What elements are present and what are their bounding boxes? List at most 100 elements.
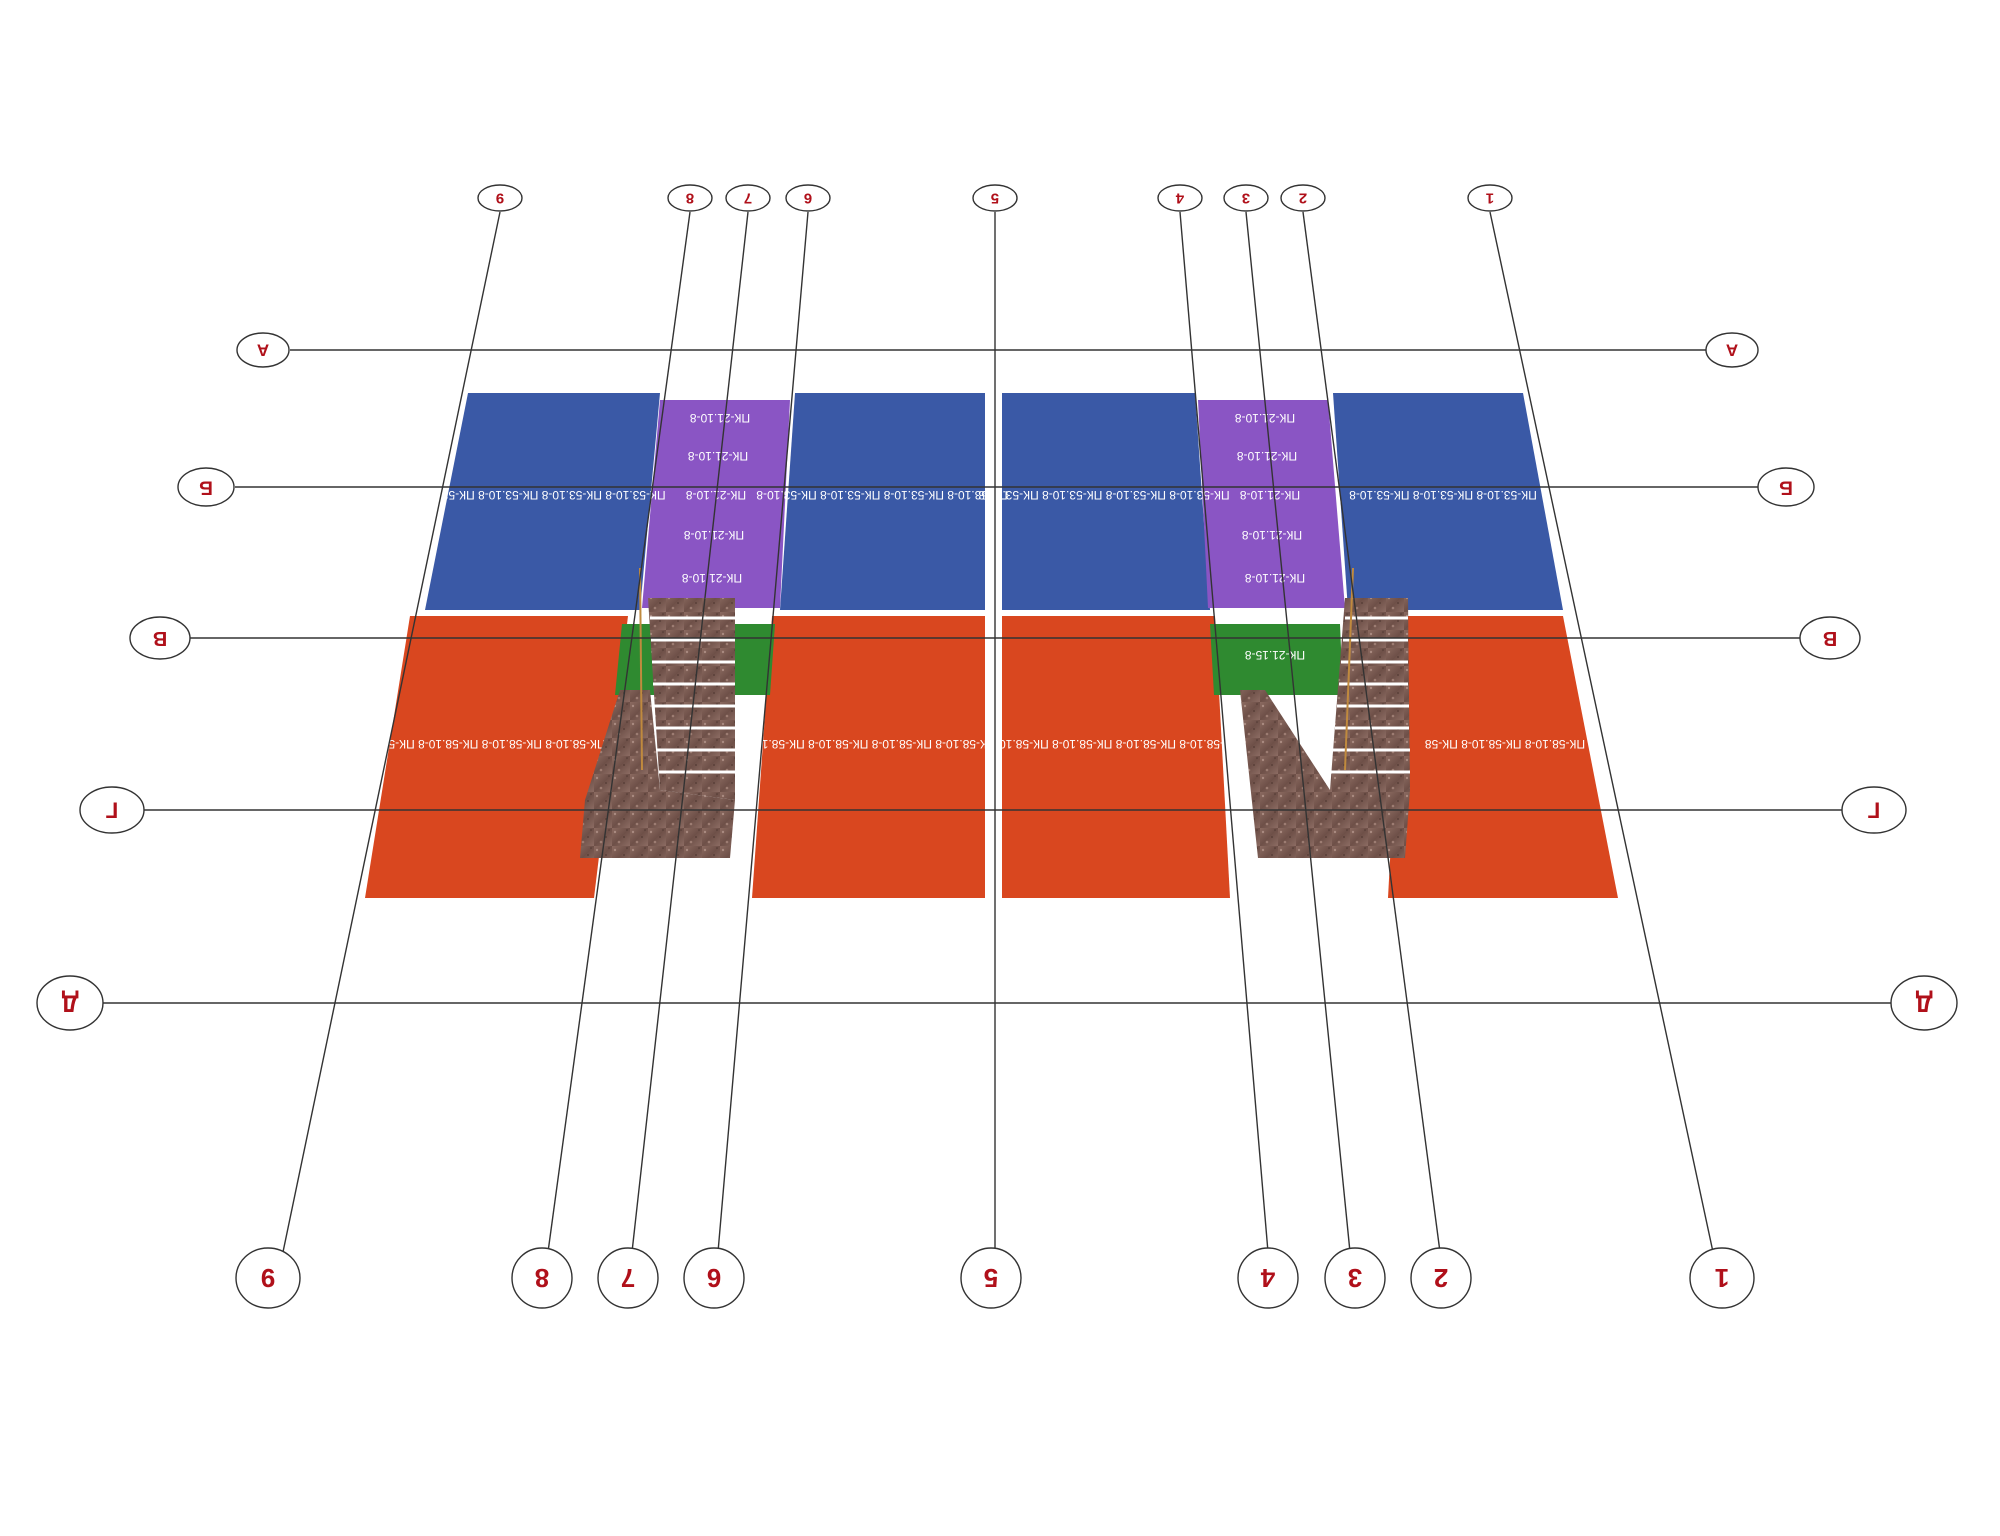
- svg-text:1: 1: [1715, 1263, 1729, 1293]
- slab-label-red-left: ПК-58.10-8 ПК-58.10-8 ПК-58.10-8 ПК-58.1…: [354, 737, 606, 751]
- slab-blue-center-left: [780, 393, 985, 610]
- axis-bubble-bottom-6: 6: [683, 1247, 745, 1309]
- slab-blue-right: [1333, 393, 1563, 610]
- svg-text:5: 5: [991, 190, 999, 207]
- svg-text:А: А: [257, 341, 269, 360]
- slab-label-purple-right-2: ПК-21.10-8: [1237, 449, 1298, 463]
- axis-bubble-top-2: 2: [1280, 184, 1326, 212]
- grid-line-col-1: [1489, 211, 1714, 1253]
- slab-label-purple-right-1: ПК-21.10-8: [1235, 411, 1296, 425]
- stair-right-landing: [1240, 690, 1410, 858]
- axis-bubble-top-9: 9: [477, 184, 523, 212]
- axis-bubbles-top: 9 8 7 6 5 4 3 2 1: [477, 184, 1513, 212]
- stair-right-handrail: [1344, 567, 1354, 771]
- axis-bubble-left-g: Г: [79, 786, 145, 834]
- axis-bubble-right-g: Г: [1841, 786, 1907, 834]
- svg-text:2: 2: [1434, 1263, 1448, 1293]
- slab-purple-right: [1198, 400, 1345, 608]
- grid-line-col-7: [631, 211, 749, 1253]
- slab-label-blue-right: ПК-53.10-8 ПК-53.10-8 ПК-53.10-8: [1349, 488, 1537, 502]
- svg-text:5: 5: [984, 1263, 998, 1293]
- svg-text:8: 8: [686, 190, 694, 207]
- axis-bubble-bottom-1: 1: [1689, 1247, 1755, 1309]
- axis-bubble-bottom-9: 9: [235, 1247, 301, 1309]
- slab-label-purple-right-5: ПК-21.10-8: [1245, 571, 1306, 585]
- slab-label-purple-left-4: ПК-21.10-8: [684, 528, 745, 542]
- grid-line-col-6: [717, 211, 809, 1253]
- slab-label-blue-left: ПК-53.10-8 ПК-53.10-8 ПК-53.10-8 ПК-53.1…: [414, 488, 666, 502]
- stair-right-flight: [1330, 598, 1410, 790]
- svg-text:4: 4: [1175, 190, 1184, 207]
- slab-label-purple-left-5: ПК-21.10-8: [682, 571, 743, 585]
- svg-text:8: 8: [535, 1263, 549, 1293]
- slab-label-green-right: ПК-21.15-8: [1245, 648, 1306, 662]
- slab-label-purple-right-3: ПК-21.10-8: [1240, 488, 1301, 502]
- axis-bubble-bottom-3: 3: [1324, 1247, 1386, 1309]
- axis-bubble-bottom-5: 5: [960, 1247, 1022, 1309]
- grid-lines: [80, 211, 1925, 1253]
- svg-text:1: 1: [1486, 190, 1494, 207]
- svg-text:Б: Б: [199, 477, 213, 498]
- svg-text:2: 2: [1299, 190, 1307, 207]
- axis-bubbles-right: А Б В Г Д: [1705, 332, 1958, 1031]
- svg-text:7: 7: [744, 190, 752, 207]
- svg-text:А: А: [1726, 341, 1738, 360]
- stair-left-flight: [648, 598, 735, 800]
- axis-bubble-bottom-4: 4: [1237, 1247, 1299, 1309]
- axis-bubble-bottom-7: 7: [597, 1247, 659, 1309]
- axis-bubble-left-b: Б: [177, 467, 235, 507]
- svg-text:7: 7: [621, 1263, 635, 1293]
- svg-text:4: 4: [1260, 1263, 1275, 1293]
- stair-right: [1240, 567, 1410, 858]
- svg-text:Б: Б: [1779, 477, 1793, 498]
- axis-bubble-right-v: В: [1799, 616, 1861, 660]
- axis-bubble-top-1: 1: [1467, 184, 1513, 212]
- axis-bubble-top-4: 4: [1157, 184, 1203, 212]
- stair-left-handrail: [639, 567, 643, 771]
- axis-bubble-right-d: Д: [1890, 975, 1958, 1031]
- axis-bubble-bottom-8: 8: [511, 1247, 573, 1309]
- slab-red-left: [365, 616, 628, 898]
- grid-line-col-9: [282, 211, 501, 1253]
- svg-text:Г: Г: [105, 798, 118, 823]
- slab-green-right: [1210, 624, 1343, 695]
- slab-blue-center-right: [1002, 393, 1210, 610]
- axis-bubble-top-6: 6: [785, 184, 831, 212]
- svg-text:Г: Г: [1867, 798, 1880, 823]
- slab-red-right: [1388, 616, 1618, 898]
- axis-bubble-right-b: Б: [1757, 467, 1815, 507]
- svg-text:Д: Д: [61, 990, 78, 1017]
- slab-red-center-right: [1002, 616, 1230, 898]
- slab-label-purple-right-4: ПК-21.10-8: [1242, 528, 1303, 542]
- slab-label-purple-left-2: ПК-21.10-8: [688, 449, 749, 463]
- svg-text:В: В: [1823, 627, 1837, 649]
- axis-bubble-left-a: А: [236, 332, 290, 368]
- svg-text:6: 6: [804, 190, 812, 207]
- axis-bubbles-left: А Б В Г Д: [36, 332, 290, 1031]
- stair-left-treads: [650, 616, 735, 774]
- svg-text:3: 3: [1348, 1263, 1362, 1293]
- slab-label-purple-left-1: ПК-21.10-8: [690, 411, 751, 425]
- axis-bubbles-bottom: 9 8 7 6 5 4 3 2 1: [235, 1247, 1755, 1309]
- svg-text:3: 3: [1242, 190, 1250, 207]
- svg-text:9: 9: [496, 190, 504, 207]
- grid-line-col-3: [1245, 211, 1351, 1253]
- slab-red-center-left: [752, 616, 985, 898]
- grid-line-col-4: [1179, 211, 1269, 1253]
- axis-bubble-top-7: 7: [725, 184, 771, 212]
- slab-blue-left: [425, 393, 660, 610]
- slab-labels: ПК-53.10-8 ПК-53.10-8 ПК-53.10-8 ПК-53.1…: [354, 411, 1585, 751]
- slab-label-blue-center-left: ПК-53.10-8 ПК-53.10-8 ПК-53.10-8 ПК-53.1…: [756, 488, 1008, 502]
- axis-bubble-left-v: В: [129, 616, 191, 660]
- axis-bubble-left-d: Д: [36, 975, 104, 1031]
- axis-bubble-bottom-2: 2: [1410, 1247, 1472, 1309]
- svg-text:9: 9: [261, 1263, 275, 1293]
- svg-text:Д: Д: [1915, 990, 1932, 1017]
- slab-label-red-center-left: ПК-58.10-8 ПК-58.10-8 ПК-58.10-8 ПК-58.1…: [744, 737, 996, 751]
- slab-label-red-right: ПК-58.10-8 ПК-58.10-8 ПК-58: [1425, 737, 1586, 751]
- axis-bubble-top-8: 8: [667, 184, 713, 212]
- grid-line-col-8: [547, 211, 691, 1253]
- slab-label-blue-center-right: ПК-53.10-8 ПК-53.10-8 ПК-53.10-8 ПК-53.1…: [978, 488, 1230, 502]
- slab-group: [365, 393, 1618, 898]
